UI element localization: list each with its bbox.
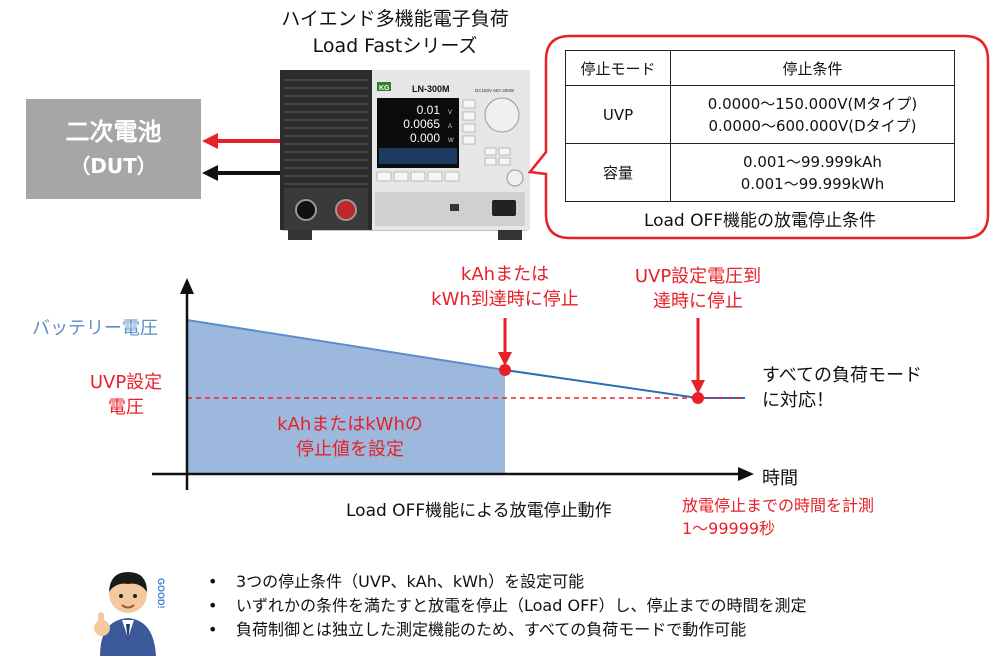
condition-line: 0.0000～600.000V(Dタイプ) (708, 116, 917, 135)
brand-logo: KG (379, 85, 390, 92)
list-item: 3つの停止条件（UVP、kAh、kWh）を設定可能 (208, 570, 806, 594)
table-row: UVP 0.0000～150.000V(Mタイプ) 0.0000～600.000… (565, 85, 955, 144)
thumbs-up-person-icon: GOOD! (94, 572, 166, 656)
table-caption: Load OFF機能の放電停止条件 (643, 211, 877, 231)
condition-line: 0.0000～150.000V(Mタイプ) (707, 94, 918, 113)
kah-stop-arrowhead (498, 352, 512, 366)
all-modes-note: すべての負荷モード に対応！ (762, 363, 922, 413)
uvp-label-line1: UVP設定 (89, 372, 163, 393)
load-onoff-button[interactable] (506, 169, 524, 187)
screen-power: 0.000 (410, 131, 440, 145)
device-model: LN-300M (412, 84, 450, 94)
list-item: いずれかの条件を満たすと放電を停止（Load OFF）し、停止までの時間を測定 (208, 594, 806, 618)
sense-arrowhead (202, 165, 218, 181)
function-key[interactable] (393, 171, 409, 182)
positive-terminal (335, 199, 357, 221)
area-setting-label: kAhまたはkWhの 停止値を設定 (250, 412, 450, 462)
product-title: ハイエンド多機能電子負荷 Load Fastシリーズ (240, 6, 550, 60)
uvp-stop-callout: UVP設定電圧到 達時に停止 (608, 264, 788, 314)
device-spec: DC150V 60A 300W (475, 88, 515, 93)
electronic-load-device: KG LN-300M DC150V 60A 300W 0.01 0.0065 0… (280, 70, 530, 240)
dut-label: 二次電池 (65, 118, 162, 146)
uvp-voltage-label: UVP設定 電圧 (80, 370, 172, 420)
uvp-stop-arrowhead (691, 380, 705, 394)
time-note-line2: 1～99999秒 (682, 519, 776, 538)
condition-line: 0.001～99.999kAh (743, 152, 882, 171)
condition-line: 0.001～99.999kWh (740, 174, 885, 193)
screen-unit-v: V (448, 110, 452, 116)
time-note-line1: 放電停止までの時間を計測 (682, 496, 875, 515)
table-cell-mode: UVP (565, 85, 671, 144)
table-header-row: 停止モード 停止条件 (565, 50, 955, 86)
graph-caption: Load OFF機能による放電停止動作 (346, 501, 612, 521)
stop-condition-table: 停止モード 停止条件 UVP 0.0000～150.000V(Mタイプ) 0.0… (565, 50, 955, 202)
discharge-arrowhead (202, 133, 218, 149)
kah-stop-point (499, 364, 511, 376)
kah-stop-callout: kAhまたは kWh到達時に停止 (405, 262, 605, 312)
table-header-condition: 停止条件 (670, 50, 955, 86)
uvp-callout-line1: UVP設定電圧到 (634, 266, 762, 287)
screen-current: 0.0065 (403, 117, 440, 131)
function-key[interactable] (427, 171, 443, 182)
dut-sublabel: （DUT） (70, 154, 157, 178)
table-cell-condition: 0.0000～150.000V(Mタイプ) 0.0000～600.000V(Dタ… (670, 85, 955, 144)
dut-box: 二次電池 （DUT） (26, 99, 201, 199)
table-cell-mode: 容量 (565, 143, 671, 202)
discharge-graph (152, 278, 754, 490)
rotary-knob[interactable] (484, 97, 520, 133)
negative-terminal (295, 199, 317, 221)
good-sign-text: GOOD! (156, 578, 166, 609)
area-label-line1: kAhまたはkWhの (277, 414, 423, 435)
all-modes-line1: すべての負荷モード (762, 365, 923, 386)
screen-unit-a: A (448, 124, 452, 130)
battery-voltage-label: バッテリー電圧 (32, 318, 158, 339)
product-title-line1: ハイエンド多機能電子負荷 (281, 8, 509, 30)
x-axis-arrowhead (738, 467, 754, 481)
kah-callout-line2: kWh到達時に停止 (431, 289, 579, 310)
battery-voltage-line (186, 319, 506, 371)
x-axis-label: 時間 (762, 468, 798, 489)
screen-unit-w: W (448, 138, 454, 144)
screen-voltage: 0.01 (417, 103, 441, 117)
function-key[interactable] (444, 171, 460, 182)
uvp-label-line2: 電圧 (108, 397, 144, 418)
table-header-mode: 停止モード (565, 50, 671, 86)
connection-arrows (202, 133, 280, 181)
table-row: 容量 0.001～99.999kAh 0.001～99.999kWh (565, 143, 955, 202)
area-label-line2: 停止値を設定 (296, 439, 404, 460)
table-cell-condition: 0.001～99.999kAh 0.001～99.999kWh (670, 143, 955, 202)
function-key[interactable] (410, 171, 426, 182)
uvp-callout-line2: 達時に停止 (653, 291, 743, 312)
product-title-line2: Load Fastシリーズ (312, 35, 478, 57)
uvp-stop-point (692, 392, 704, 404)
battery-voltage-extension (504, 369, 699, 399)
feature-list: 3つの停止条件（UVP、kAh、kWh）を設定可能 いずれかの条件を満たすと放電… (208, 570, 806, 642)
list-item: 負荷制御とは独立した測定機能のため、すべての負荷モードで動作可能 (208, 618, 806, 642)
time-measure-note: 放電停止までの時間を計測 1～99999秒 (682, 494, 874, 540)
function-key[interactable] (376, 171, 392, 182)
kah-callout-line1: kAhまたは (460, 264, 550, 285)
all-modes-line2: に対応！ (762, 390, 834, 411)
y-axis-arrowhead (180, 278, 194, 294)
